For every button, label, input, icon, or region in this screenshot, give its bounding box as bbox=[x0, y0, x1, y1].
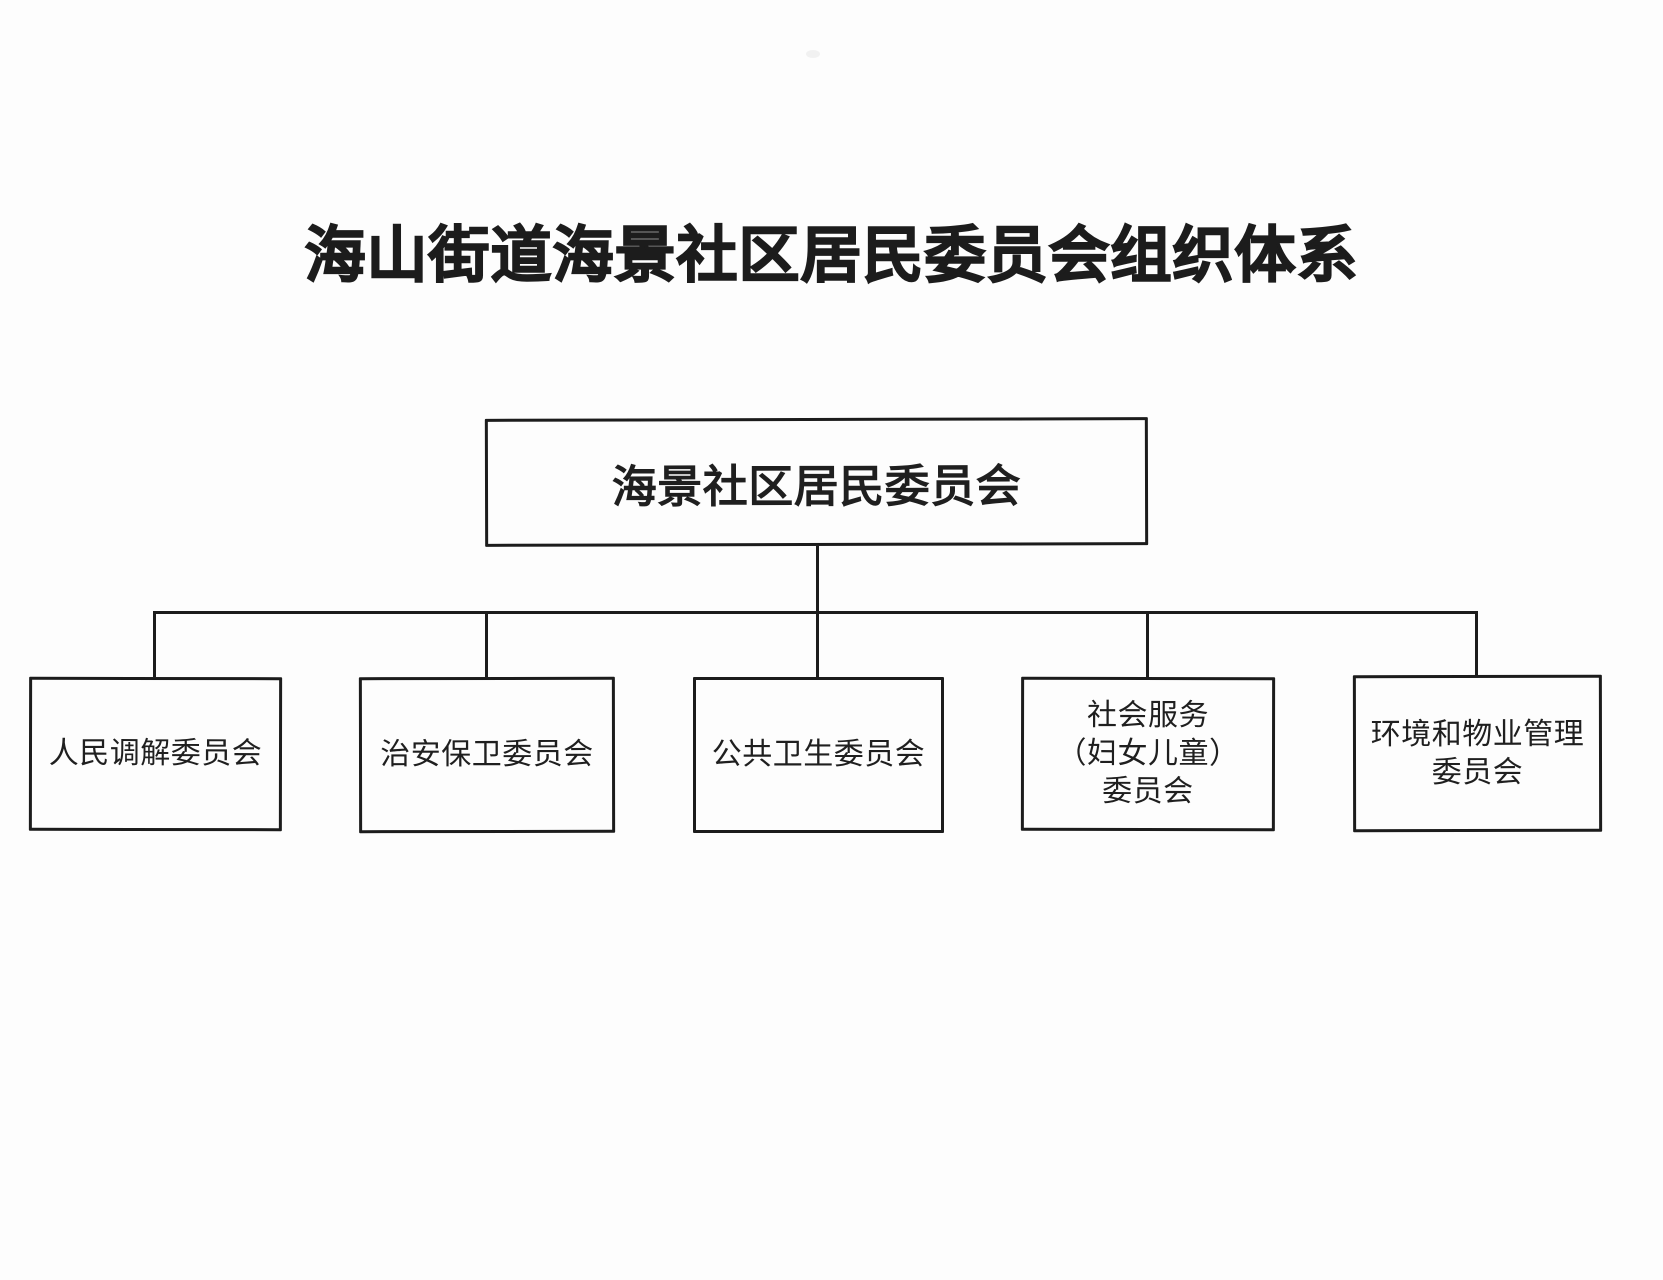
org-box-environment-property: 环境和物业管理 委员会 bbox=[1352, 674, 1603, 833]
org-box-social-services-label-line3: 委员会 bbox=[1102, 774, 1194, 809]
connector-drop-3 bbox=[816, 611, 819, 677]
org-box-root: 海景社区居民委员会 bbox=[484, 417, 1149, 547]
connector-root-stem bbox=[816, 546, 819, 614]
org-box-environment-property-label-line1: 环境和物业管理 bbox=[1370, 717, 1585, 751]
org-box-public-security-label: 治安保卫委员会 bbox=[380, 737, 594, 772]
org-box-public-health: 公共卫生委员会 bbox=[693, 677, 944, 833]
org-box-people-mediation: 人民调解委员会 bbox=[28, 676, 283, 832]
scan-artifact bbox=[806, 50, 820, 58]
diagram-title: 海山街道海景社区居民委员会组织体系 bbox=[304, 222, 1359, 291]
org-box-people-mediation-label: 人民调解委员会 bbox=[48, 736, 263, 771]
org-box-social-services-label-line2: （妇女儿童） bbox=[1056, 736, 1240, 771]
org-box-public-security: 治安保卫委员会 bbox=[358, 676, 616, 834]
org-box-environment-property-label-line2: 委员会 bbox=[1431, 755, 1524, 789]
org-box-public-health-label: 公共卫生委员会 bbox=[711, 738, 926, 771]
org-box-social-services-label-line1: 社会服务 bbox=[1087, 698, 1210, 733]
connector-drop-2 bbox=[485, 611, 488, 677]
org-box-social-services: 社会服务 （妇女儿童） 委员会 bbox=[1020, 676, 1276, 832]
connector-drop-5 bbox=[1475, 611, 1478, 675]
connector-drop-4 bbox=[1146, 611, 1149, 677]
connector-drop-1 bbox=[153, 611, 156, 677]
org-box-root-label: 海景社区居民委员会 bbox=[611, 460, 1022, 513]
